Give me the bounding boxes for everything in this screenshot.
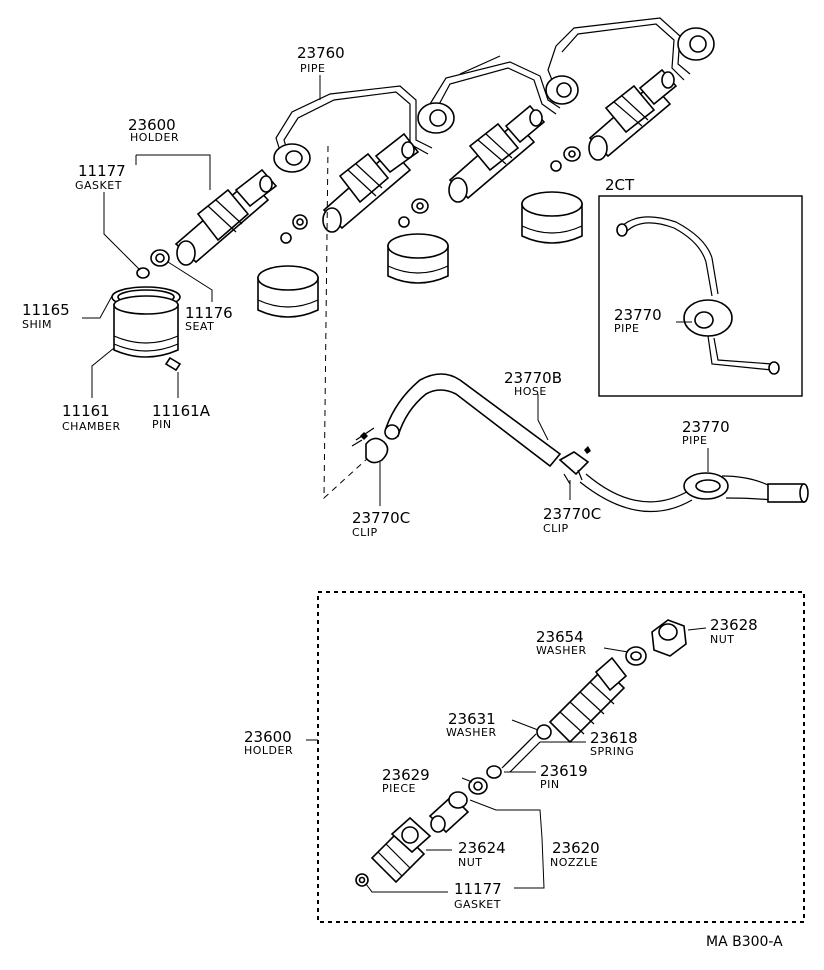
pin-11161a-number: 11161A — [152, 402, 211, 420]
nozzle-23620-number: 23620 — [552, 839, 600, 857]
gasket-11177-top-number: 11177 — [78, 162, 126, 180]
injector-holder-4 — [550, 68, 678, 172]
spring-23618-name: SPRING — [590, 745, 634, 758]
injector-holder-3 — [398, 104, 546, 228]
chamber-11161-name: CHAMBER — [62, 420, 121, 433]
holder-23600-top-name: HOLDER — [130, 131, 179, 144]
nut-23624-number: 23624 — [458, 839, 506, 857]
gasket-11177-top-part — [136, 267, 150, 279]
injector-holder-2 — [280, 132, 420, 244]
nut-23628-part — [651, 619, 687, 657]
piece-23629-number: 23629 — [382, 766, 430, 784]
injection-pipe-23760 — [273, 17, 715, 173]
clip-23770c-right-part — [558, 446, 591, 485]
clip-23770c-right-number: 23770C — [543, 505, 601, 523]
hose-23770b-number: 23770B — [504, 369, 562, 387]
holder-23600-top-number: 23600 — [128, 116, 176, 134]
gasket-11177-detail-number: 11177 — [454, 880, 502, 898]
holder-23600-detail-number: 23600 — [244, 728, 292, 746]
shim-11165-number: 11165 — [22, 301, 70, 319]
inset-2ct — [598, 195, 803, 397]
clip-23770c-left-name: CLIP — [352, 526, 378, 539]
washer-23654-number: 23654 — [536, 628, 584, 646]
gasket-11177-detail-name: GASKET — [454, 898, 501, 911]
seat-11176-number: 11176 — [185, 304, 233, 322]
shim-11165-name: SHIM — [22, 318, 52, 331]
holder-detail-box — [317, 591, 805, 923]
piece-23629-part — [468, 777, 488, 795]
pin-23619-number: 23619 — [540, 762, 588, 780]
washer-23631-part — [536, 724, 552, 740]
pipe-23760-number: 23760 — [297, 44, 345, 62]
dashed-guide — [323, 145, 369, 500]
pin-23619-name: PIN — [540, 778, 560, 791]
washer-23654-name: WASHER — [536, 644, 587, 657]
holder-body-part — [548, 656, 628, 744]
pipe-23760-name: PIPE — [300, 62, 325, 75]
injector-holder-1 — [174, 168, 278, 266]
nut-23628-name: NUT — [710, 633, 735, 646]
seat-11176-part — [150, 249, 170, 267]
gasket-11177-detail-part — [355, 873, 369, 887]
pin-11161a-name: PIN — [152, 418, 172, 431]
chamber-2 — [257, 265, 319, 318]
chamber-4 — [521, 191, 583, 244]
pin-23619-part — [486, 765, 502, 779]
washer-23654-part — [625, 646, 647, 666]
pipe-23770-number: 23770 — [682, 418, 730, 436]
washer-23631-name: WASHER — [446, 726, 497, 739]
washer-23631-number: 23631 — [448, 710, 496, 728]
reference-code: MA B300-A — [706, 934, 783, 950]
chamber-3 — [387, 233, 449, 284]
spring-23618-part — [501, 733, 541, 773]
pipe-23770-part — [579, 472, 809, 513]
nut-23628-number: 23628 — [710, 616, 758, 634]
pipe-23770-name: PIPE — [682, 434, 707, 447]
leader-lines — [82, 75, 709, 893]
pipe-23770-inset-name: PIPE — [614, 322, 639, 335]
chamber-11161-number: 11161 — [62, 402, 110, 420]
group-2ct-label: 2CT — [605, 176, 635, 194]
chamber-11161-part — [113, 295, 182, 372]
pipe-23770-inset-number: 23770 — [614, 306, 662, 324]
hose-23770b-name: HOSE — [514, 385, 547, 398]
holder-23600-detail-name: HOLDER — [244, 744, 293, 757]
hose-23770b-part — [384, 373, 562, 468]
clip-23770c-right-name: CLIP — [543, 522, 569, 535]
callout-labels: 23760 PIPE 23600 HOLDER 11177 GASKET 111… — [22, 44, 783, 950]
clip-23770c-left-number: 23770C — [352, 509, 410, 527]
clip-23770c-left-part — [351, 427, 389, 464]
spring-23618-number: 23618 — [590, 729, 638, 747]
nozzle-23620-name: NOZZLE — [550, 856, 598, 869]
nut-23624-part — [370, 816, 432, 884]
gasket-11177-top-name: GASKET — [75, 179, 122, 192]
nozzle-23620-part — [428, 791, 470, 834]
nut-23624-name: NUT — [458, 856, 483, 869]
seat-11176-name: SEAT — [185, 320, 214, 333]
piece-23629-name: PIECE — [382, 782, 416, 795]
